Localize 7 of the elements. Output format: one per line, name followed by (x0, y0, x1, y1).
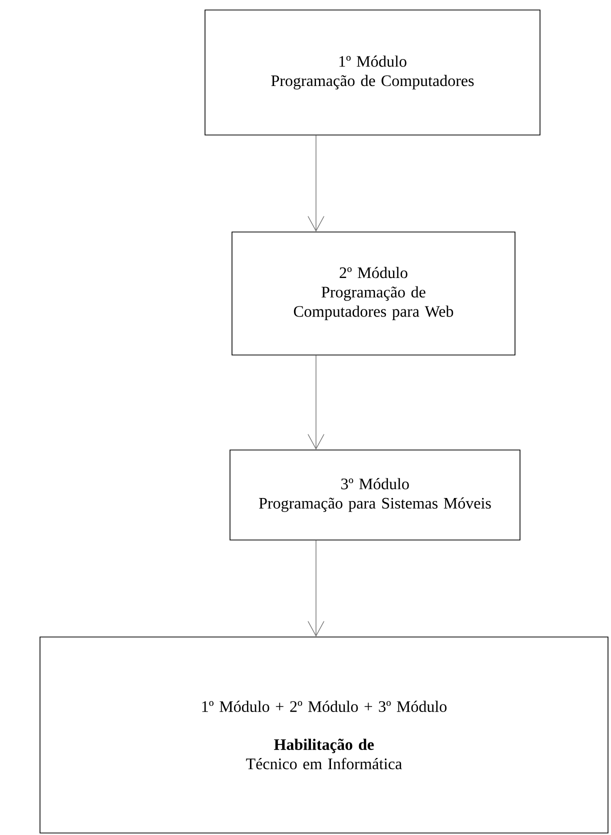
arrow (308, 540, 324, 637)
summary-box: 1º Módulo + 2º Módulo + 3º Módulo Habilitação de Técnico em Informática (40, 636, 608, 834)
module-box: 1º Módulo Programação de Computadores (204, 10, 540, 136)
arrow (308, 355, 324, 450)
module-box: 2º Módulo Programação de Computadores para Web (232, 232, 516, 356)
module-box: 3º Módulo Programação para Sistemas Móveis (230, 450, 520, 540)
arrow (308, 135, 324, 232)
